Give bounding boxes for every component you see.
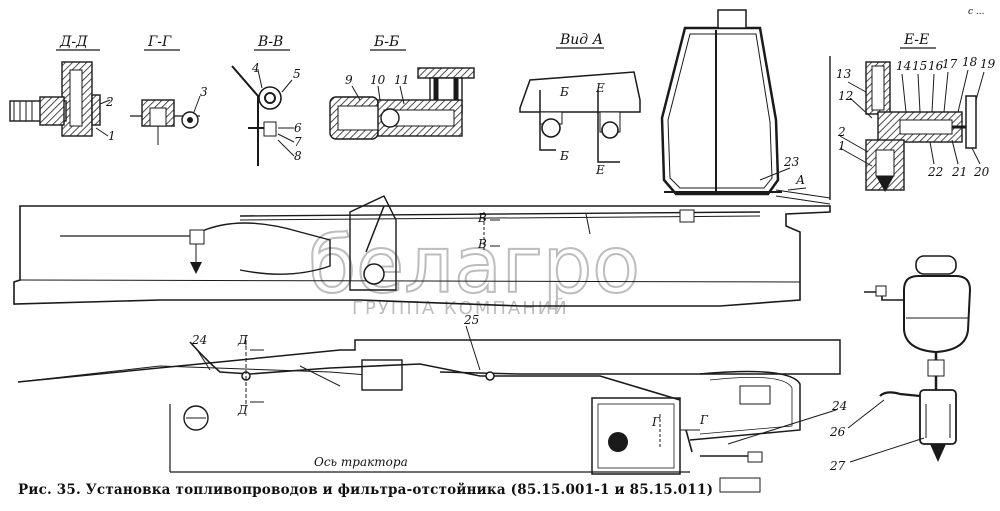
callout-11: 11 bbox=[394, 73, 409, 87]
callout-19: 19 bbox=[980, 57, 996, 71]
view-a-title: Вид А bbox=[559, 32, 603, 48]
section-gg-title: Г-Г bbox=[147, 34, 172, 50]
cut-v-top: В bbox=[477, 211, 487, 225]
callout-6: 6 bbox=[294, 121, 302, 135]
view-a: Вид А Б Б Е Е bbox=[519, 32, 641, 177]
callout-21: 21 bbox=[951, 165, 967, 179]
callout-17: 17 bbox=[942, 57, 958, 71]
view-a-e-top: Е bbox=[595, 81, 605, 95]
callout-14: 14 bbox=[896, 59, 911, 73]
callout-13: 13 bbox=[836, 67, 852, 81]
callout-24-right: 24 bbox=[831, 399, 847, 413]
view-a-b-bottom: Б bbox=[559, 149, 569, 163]
watermark-brand: белагро bbox=[308, 221, 640, 311]
callout-27: 27 bbox=[829, 459, 846, 473]
callout-9: 9 bbox=[345, 73, 353, 87]
callout-20: 20 bbox=[973, 165, 990, 179]
callout-23: 23 bbox=[783, 155, 800, 169]
callout-2-ee: 2 bbox=[837, 125, 846, 139]
section-vv: В-В 4 5 6 7 8 bbox=[231, 34, 302, 166]
filter-settler: 26 27 bbox=[829, 255, 972, 473]
watermark: белагро ГРУППА КОМПАНИЙ bbox=[307, 220, 641, 319]
callout-24-left: 24 bbox=[191, 333, 207, 347]
cut-g-right: Г bbox=[699, 413, 709, 427]
section-ee: Е-Е 13 12 2 1 14 15 16 17 18 19 22 21 20 bbox=[829, 32, 996, 200]
plan-view: Д Д 24 25 Ось трактора Г Г 24 bbox=[17, 313, 847, 493]
callout-4: 4 bbox=[251, 61, 260, 75]
view-a-b-top: Б bbox=[559, 85, 569, 99]
cut-g-top: Г bbox=[651, 415, 661, 429]
callout-7: 7 bbox=[294, 135, 302, 149]
callout-10: 10 bbox=[370, 73, 386, 87]
section-dd-title: Д-Д bbox=[59, 34, 88, 50]
callout-25: 25 bbox=[463, 313, 479, 327]
section-dd: Д-Д 2 1 bbox=[9, 34, 116, 143]
page-mark: с ... bbox=[968, 7, 985, 17]
section-bb-title: Б-Б bbox=[373, 34, 399, 50]
fuel-tank: 23 А bbox=[660, 9, 831, 205]
cut-d-bottom: Д bbox=[237, 403, 248, 417]
section-bb: Б-Б 9 10 11 bbox=[329, 34, 475, 140]
callout-16: 16 bbox=[928, 59, 944, 73]
callout-2: 2 bbox=[105, 95, 114, 109]
section-vv-title: В-В bbox=[257, 34, 283, 50]
callout-15: 15 bbox=[912, 59, 927, 73]
callout-22: 22 bbox=[927, 165, 943, 179]
side-view: В В bbox=[13, 195, 831, 307]
callout-26: 26 bbox=[829, 425, 846, 439]
callout-1: 1 bbox=[108, 129, 116, 143]
figure-caption: Рис. 35. Установка топливопроводов и фил… bbox=[18, 482, 714, 498]
axis-label: Ось трактора bbox=[314, 455, 408, 469]
arrow-a-label: А bbox=[795, 173, 805, 187]
callout-5: 5 bbox=[293, 67, 301, 81]
callout-18: 18 bbox=[962, 55, 978, 69]
cut-d-top: Д bbox=[237, 333, 248, 347]
callout-1-ee: 1 bbox=[838, 139, 846, 153]
callout-8: 8 bbox=[294, 149, 302, 163]
view-a-e-bottom: Е bbox=[595, 163, 605, 177]
section-gg: Г-Г 3 bbox=[130, 34, 208, 145]
section-ee-title: Е-Е bbox=[903, 32, 929, 48]
callout-3: 3 bbox=[200, 85, 208, 99]
callout-12: 12 bbox=[838, 89, 853, 103]
cut-v-bottom: В bbox=[477, 237, 487, 251]
